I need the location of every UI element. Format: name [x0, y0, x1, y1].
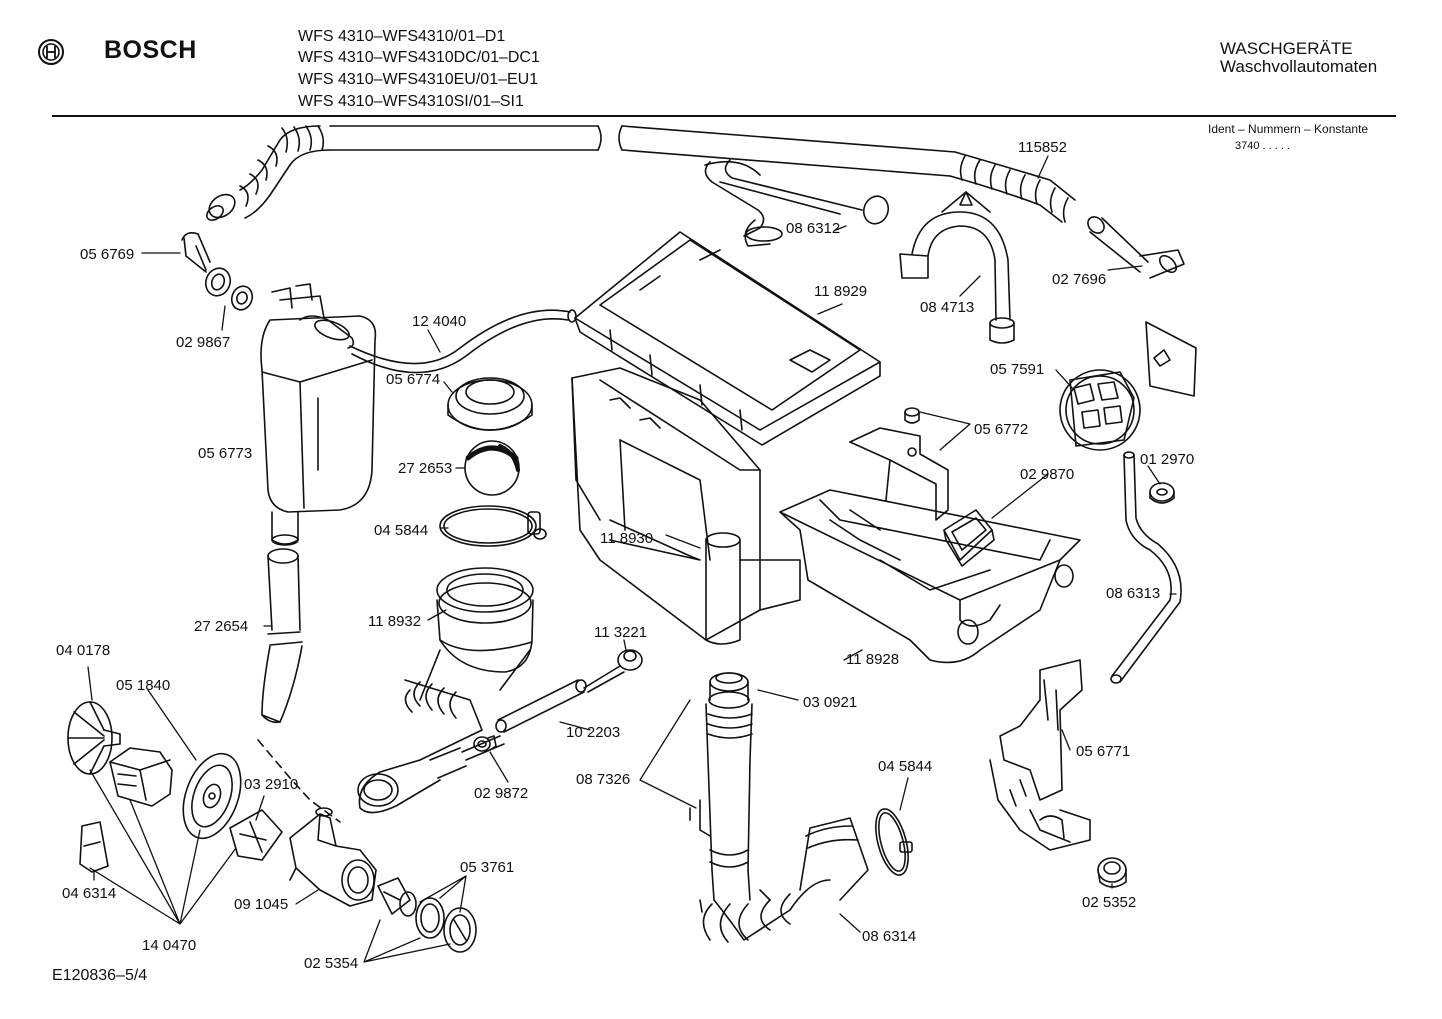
- part-label-124040: 12 4040: [412, 313, 466, 330]
- elbow-pipe-086312: [704, 159, 890, 247]
- cap-025354: [443, 907, 477, 953]
- part-labels: 115852 08 6312 02 7696 08 4713 05 6769 0…: [56, 139, 1194, 972]
- part-label-087326: 08 7326: [576, 771, 630, 788]
- document-id: E120836–5/4: [52, 967, 148, 984]
- part-label-056771: 05 6771: [1076, 743, 1130, 760]
- part-label-025354: 02 5354: [304, 955, 358, 972]
- disc-impeller: [182, 752, 242, 840]
- level-switch-057591: [1059, 321, 1197, 451]
- ident-label: Ident – Nummern – Konstante: [1208, 122, 1369, 136]
- part-label-025352: 02 5352: [1082, 894, 1136, 911]
- part-label-113221: 11 3221: [594, 624, 647, 641]
- part-label-102203: 10 2203: [566, 724, 620, 741]
- gasket-029870: [943, 509, 995, 567]
- part-label-272654: 27 2654: [194, 618, 248, 635]
- drain-hose: [206, 125, 1076, 223]
- clamp-045844-lower: [875, 808, 913, 876]
- air-chamber-272653: [260, 283, 377, 546]
- part-label-086313: 08 6313: [1106, 585, 1160, 602]
- part-label-051840: 05 1840: [116, 677, 170, 694]
- motor-051840: [109, 747, 173, 807]
- pump-091045: [289, 807, 377, 907]
- part-label-045844-upper: 04 5844: [374, 522, 428, 539]
- hose-087326: [689, 672, 869, 943]
- part-label-053761: 05 3761: [460, 859, 514, 876]
- model-line-1: WFS 4310–WFS4310/01–D1: [298, 28, 506, 45]
- part-label-045844-lower: 04 5844: [878, 758, 932, 775]
- category-title: WASCHGERÄTE: [1220, 39, 1353, 58]
- fan-040178: [67, 701, 121, 775]
- ring-025354: [415, 897, 445, 939]
- drawer-housing-118930: [571, 367, 801, 645]
- brand-name: BOSCH: [104, 36, 197, 64]
- hose-124040: [349, 309, 577, 374]
- category-subtitle: Waschvollautomaten: [1220, 57, 1378, 76]
- ring-029867: [204, 267, 254, 311]
- ident-value: 3740 . . . . .: [1235, 140, 1291, 152]
- filter-053761: [377, 877, 417, 917]
- model-line-3: WFS 4310–WFS4310EU/01–EU1: [298, 71, 539, 88]
- part-046314: [79, 821, 109, 873]
- part-label-118932: 11 8932: [368, 613, 421, 630]
- part-label-118929: 11 8929: [814, 283, 867, 300]
- rod-102203: [461, 679, 587, 761]
- part-label-056769: 05 6769: [80, 246, 134, 263]
- part-label-032910: 03 2910: [244, 776, 298, 793]
- header-divider: [52, 115, 1396, 117]
- part-label-029867: 02 9867: [176, 334, 230, 351]
- bracket-056771: [989, 659, 1091, 851]
- part-label-086312: 08 6312: [786, 220, 840, 237]
- part-label-086314: 08 6314: [862, 928, 916, 945]
- bracket-056772: [849, 407, 949, 521]
- ring-012970: [1149, 482, 1175, 504]
- cap-025352: [1097, 857, 1127, 888]
- part-label-029872: 02 9872: [474, 785, 528, 802]
- part-label-140470: 14 0470: [142, 937, 196, 954]
- bosch-logo-icon: [38, 39, 64, 65]
- leader-lines: [87, 155, 1177, 963]
- part-label-118930: 11 8930: [600, 530, 653, 547]
- hose-272654: [257, 548, 341, 823]
- hose-end-027696: [1087, 216, 1185, 279]
- tube-086313: [1110, 451, 1182, 684]
- part-label-046314: 04 6314: [62, 885, 116, 902]
- part-label-091045: 09 1045: [234, 896, 288, 913]
- drawer-cover-118929: [574, 231, 881, 446]
- rod-113221: [583, 649, 643, 693]
- part-label-118928: 11 8928: [846, 651, 899, 668]
- elbow-056769: [181, 232, 211, 273]
- part-label-272653: 05 6773: [198, 445, 252, 462]
- ball-056773: [464, 440, 520, 496]
- model-line-2: WFS 4310–WFS4310DC/01–DC1: [298, 49, 540, 66]
- part-label-029870: 02 9870: [1020, 466, 1074, 483]
- model-line-4: WFS 4310–WFS4310SI/01–SI1: [298, 93, 524, 110]
- part-label-056773: 27 2653: [398, 460, 452, 477]
- part-label-040178: 04 0178: [56, 642, 110, 659]
- part-label-012970: 01 2970: [1140, 451, 1194, 468]
- clamp-084713: [899, 191, 1015, 344]
- part-label-115852: 115852: [1018, 139, 1067, 156]
- sump-118932: [357, 567, 534, 814]
- part-label-057591: 05 7591: [990, 361, 1044, 378]
- clamp-045844-upper: [439, 505, 547, 547]
- seal-056774: [447, 377, 533, 431]
- part-label-056772: 05 6772: [974, 421, 1028, 438]
- part-label-030921: 03 0921: [803, 694, 857, 711]
- impeller-032910: [229, 809, 283, 861]
- part-label-027696: 02 7696: [1052, 271, 1106, 288]
- drawer-tray-118928: [779, 489, 1081, 664]
- part-label-056774: 05 6774: [386, 371, 440, 388]
- part-label-084713: 08 4713: [920, 299, 974, 316]
- nut-029872: [473, 735, 497, 752]
